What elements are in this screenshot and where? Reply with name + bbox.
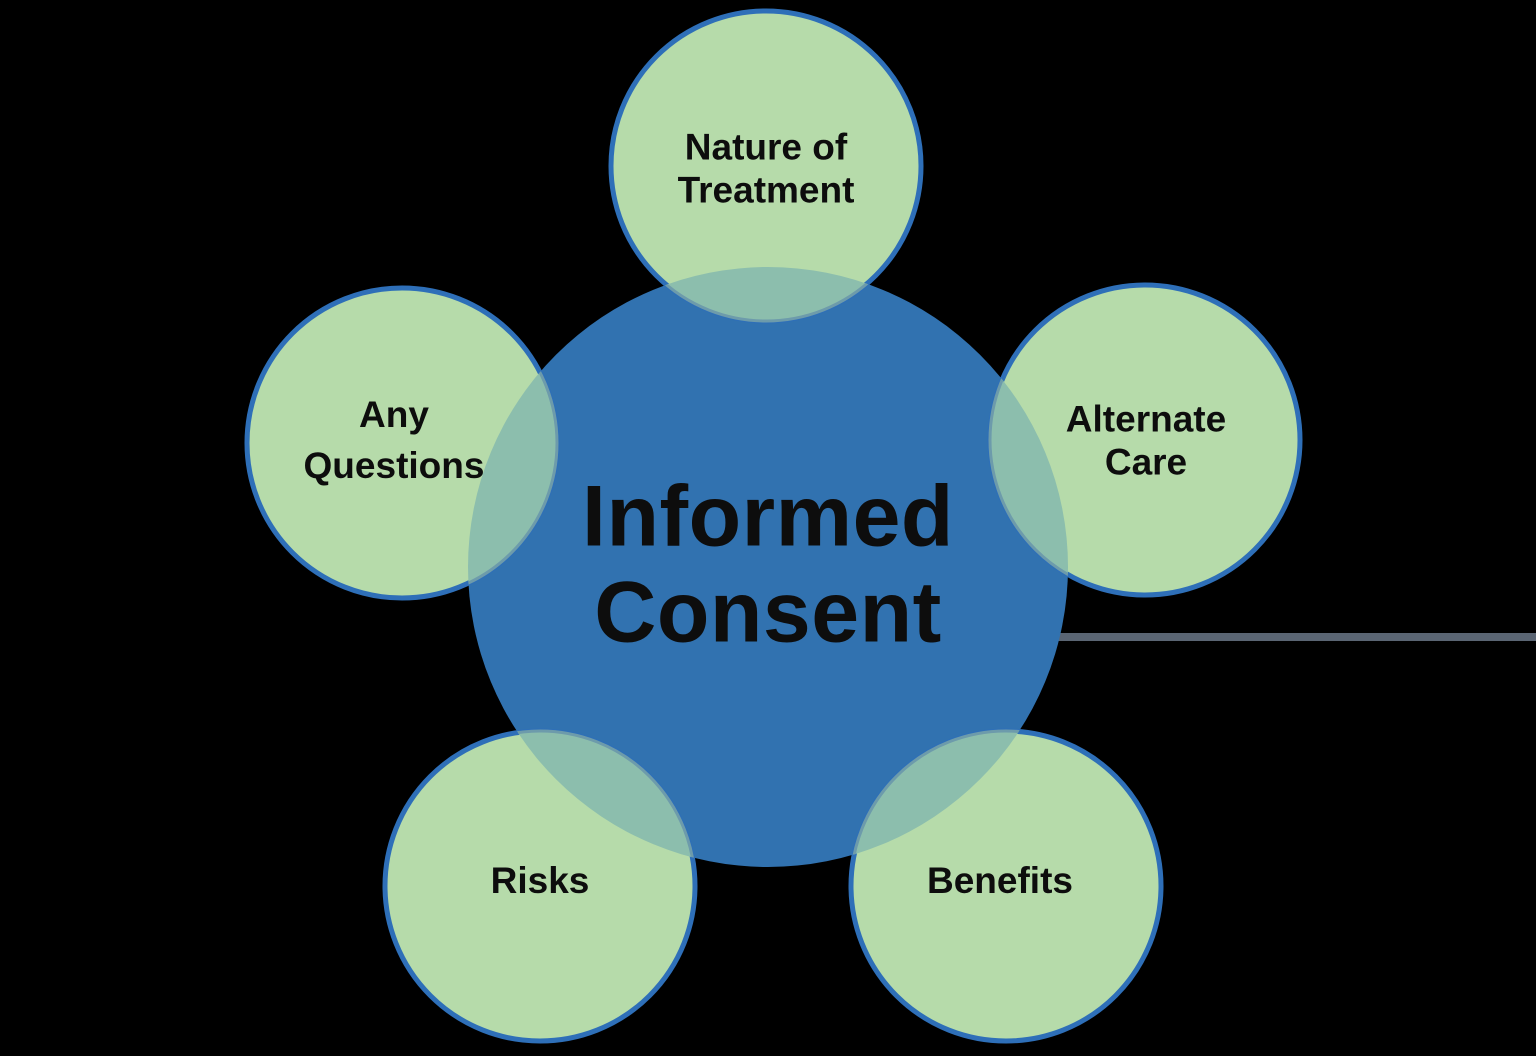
center-circle bbox=[468, 267, 1068, 867]
satellite-label-any-questions: Any Questions bbox=[303, 393, 485, 486]
satellite-risks bbox=[382, 728, 698, 1044]
satellite-nature-of-treatment bbox=[608, 8, 924, 324]
divider-line bbox=[1052, 633, 1536, 641]
satellite-benefits bbox=[848, 728, 1164, 1044]
center-label: Informed Consent bbox=[582, 468, 954, 661]
overlap-lens-nature-of-treatment bbox=[609, 267, 923, 323]
satellite-label-benefits: Benefits bbox=[927, 860, 1073, 901]
satellite-alternate-care bbox=[987, 282, 1303, 598]
satellite-label-nature-of-treatment: Nature of Treatment bbox=[677, 126, 855, 210]
satellite-label-risks: Risks bbox=[490, 860, 590, 901]
overlap-lens-risks bbox=[468, 729, 697, 867]
satellite-label-alternate-care: Alternate Care bbox=[1065, 398, 1227, 482]
overlap-lens-benefits bbox=[849, 729, 1068, 867]
satellite-any-questions bbox=[244, 285, 560, 601]
